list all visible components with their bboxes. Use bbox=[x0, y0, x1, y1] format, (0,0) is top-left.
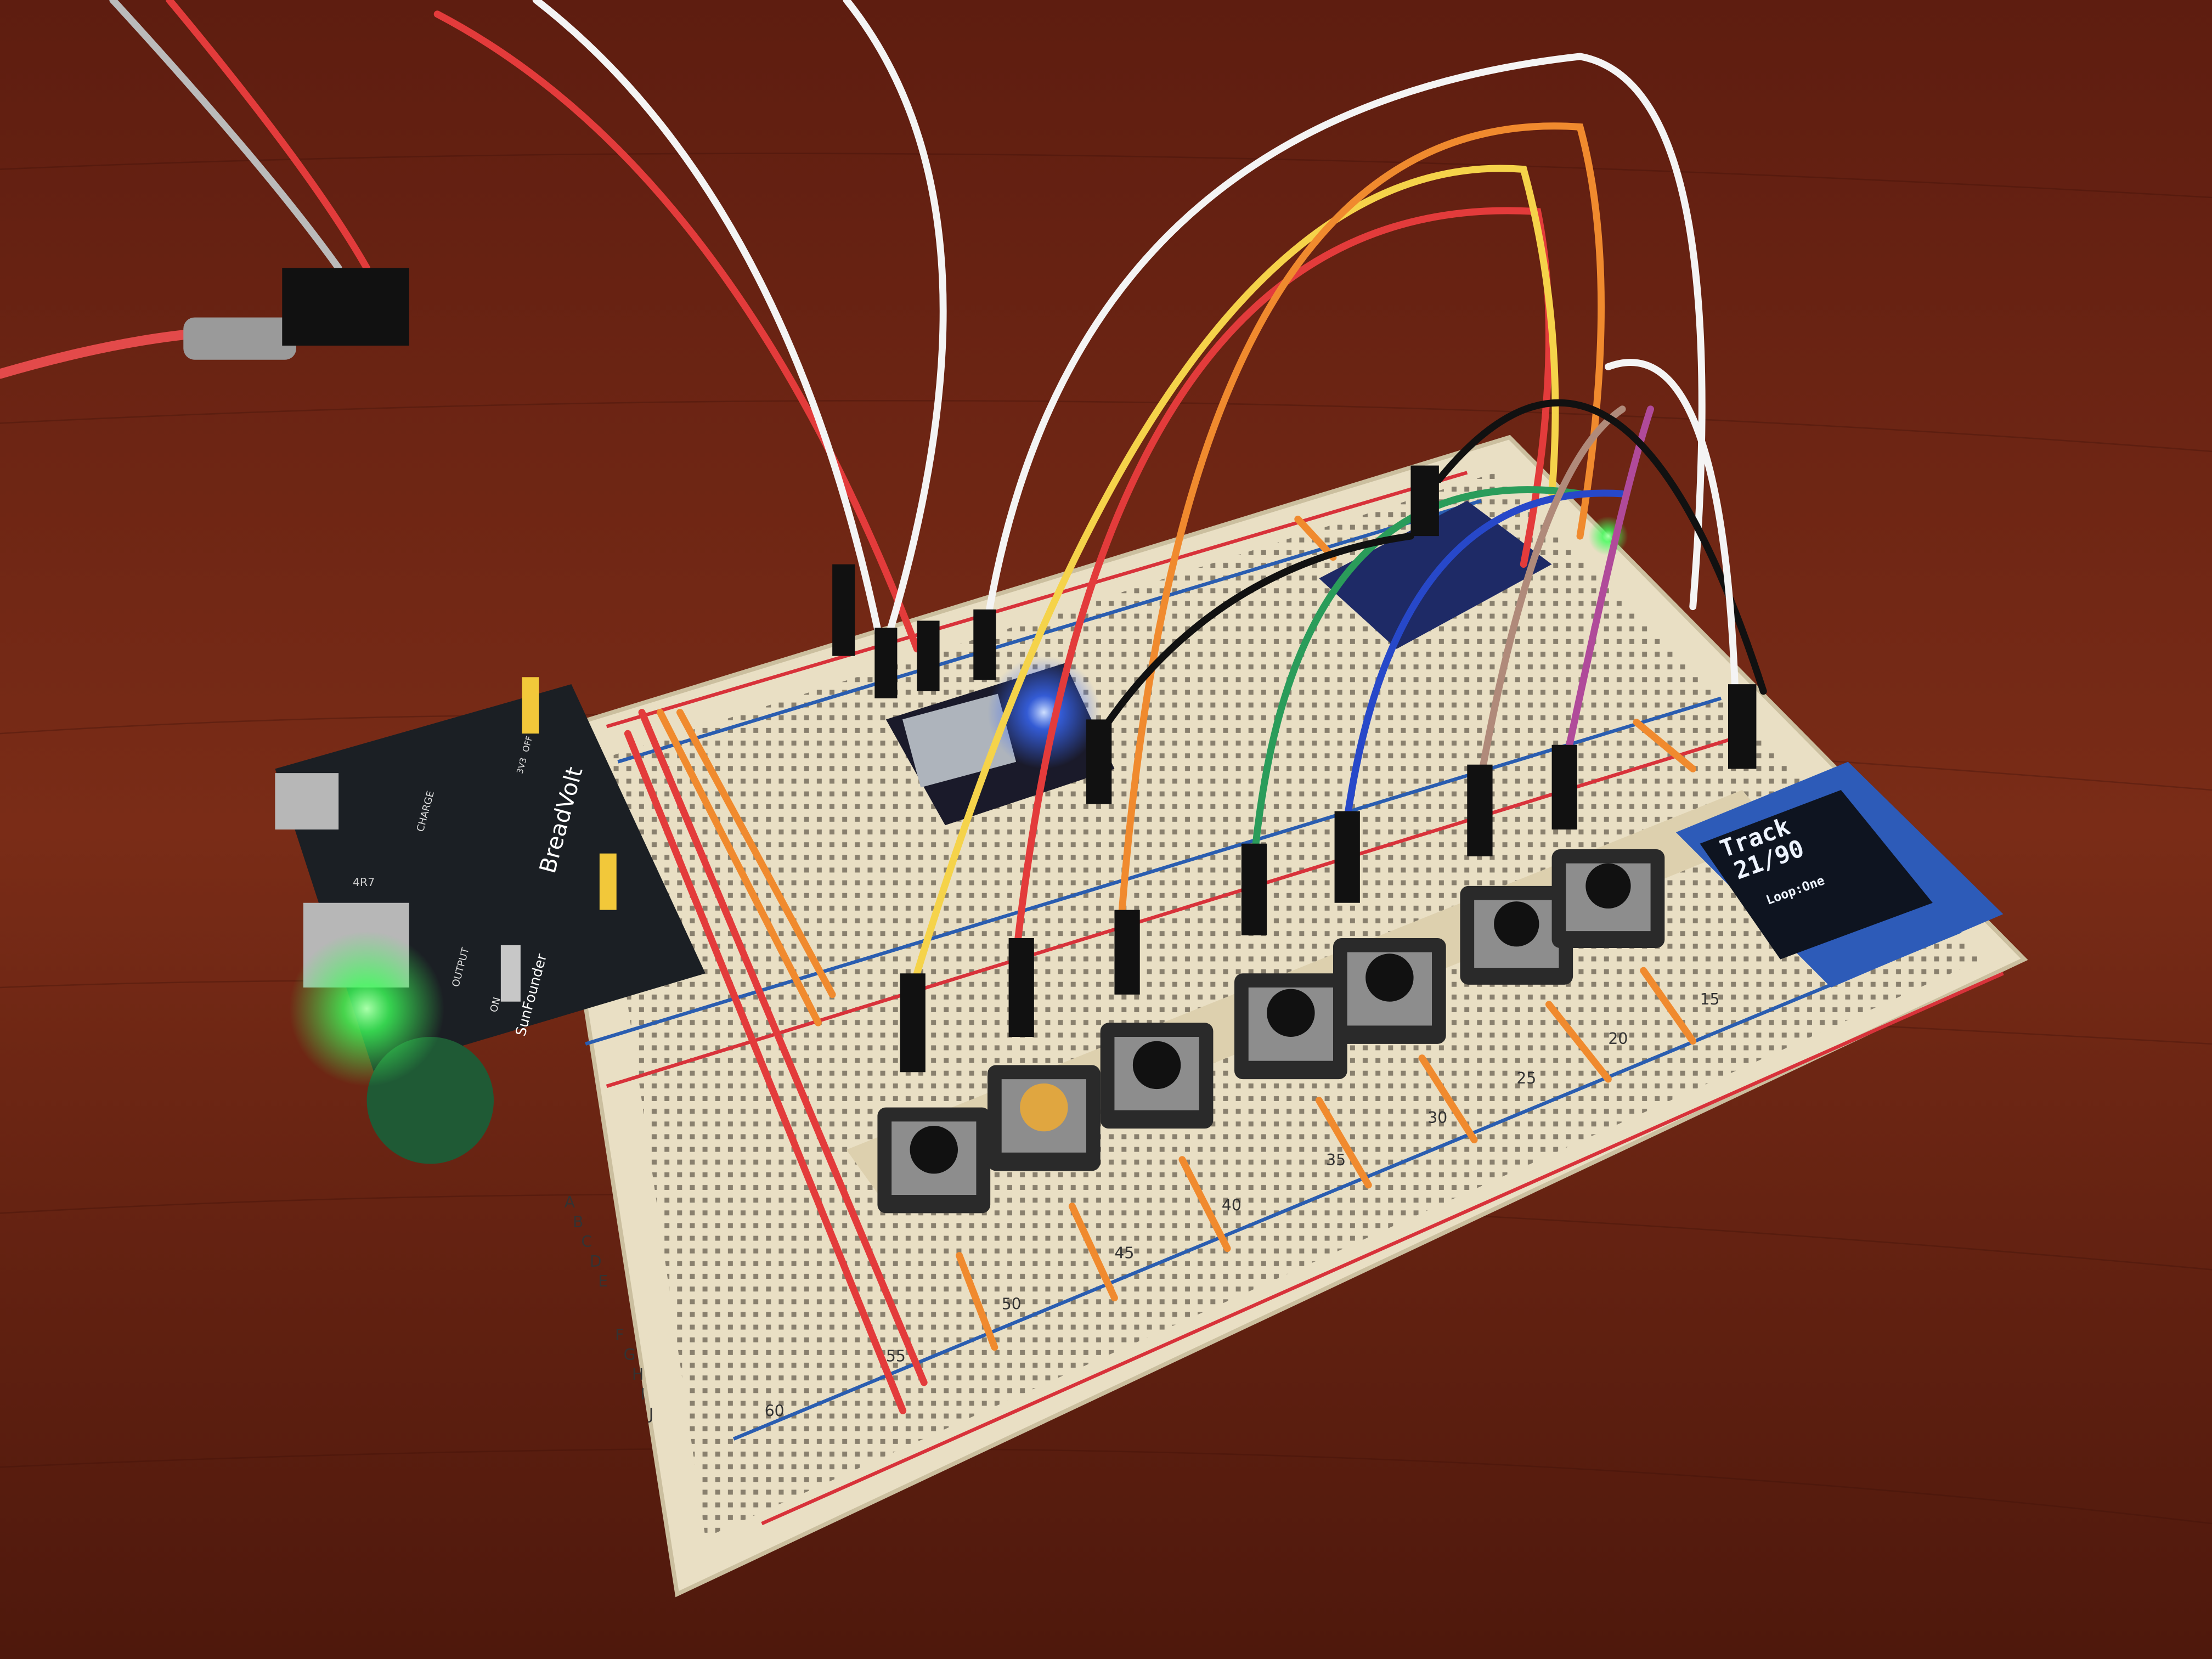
column-number: 50 bbox=[1002, 1295, 1022, 1313]
row-letter: F bbox=[615, 1326, 624, 1344]
column-number: 60 bbox=[765, 1402, 785, 1420]
column-number: 20 bbox=[1608, 1030, 1628, 1048]
row-letter: D bbox=[590, 1252, 602, 1271]
push-button[interactable] bbox=[1460, 885, 1573, 985]
column-number: 35 bbox=[1326, 1151, 1346, 1169]
power-switch[interactable] bbox=[500, 945, 521, 1002]
push-button[interactable] bbox=[1551, 849, 1665, 948]
column-number: 40 bbox=[1222, 1196, 1242, 1214]
column-number: 25 bbox=[1516, 1069, 1536, 1087]
jumper-cap[interactable] bbox=[599, 853, 617, 910]
column-number: 15 bbox=[1700, 990, 1720, 1008]
push-buttons bbox=[877, 849, 1665, 1214]
column-numbers: 15 20 25 30 35 40 45 50 55 60 bbox=[765, 990, 1720, 1420]
column-number: 45 bbox=[1114, 1244, 1134, 1262]
push-button[interactable] bbox=[1234, 973, 1347, 1080]
row-letter: H bbox=[632, 1365, 644, 1384]
push-button[interactable] bbox=[1333, 938, 1446, 1044]
power-supply-board: BreadVolt SunFounder CHARGE OUTPUT ON 4R… bbox=[275, 677, 706, 1164]
jumper-cap[interactable] bbox=[522, 677, 539, 734]
row-letter: J bbox=[648, 1405, 653, 1423]
push-button[interactable] bbox=[988, 1065, 1101, 1171]
jumper-wires bbox=[0, 0, 1767, 977]
row-letter: E bbox=[598, 1272, 608, 1290]
row-letters: A B C D E F G H I J bbox=[565, 1193, 654, 1423]
row-letter: G bbox=[624, 1346, 636, 1364]
oled-display: Track 21/90 Loop:One bbox=[1675, 761, 2004, 988]
usb-c-port bbox=[275, 773, 339, 830]
row-letter: B bbox=[573, 1213, 583, 1231]
long-red-jumpers bbox=[624, 709, 928, 1414]
row-letter: I bbox=[640, 1385, 645, 1403]
column-number: 30 bbox=[1427, 1109, 1447, 1127]
push-button[interactable] bbox=[877, 1107, 991, 1214]
row-letter: C bbox=[581, 1233, 592, 1251]
short-jumpers bbox=[657, 515, 1697, 1351]
wire-connectors bbox=[832, 465, 1757, 1073]
label-inductor: 4R7 bbox=[353, 876, 375, 889]
push-button[interactable] bbox=[1100, 1023, 1214, 1129]
row-letter: A bbox=[565, 1193, 575, 1211]
power-led bbox=[289, 931, 444, 1086]
audio-jack bbox=[183, 268, 409, 360]
column-number: 55 bbox=[886, 1347, 906, 1365]
